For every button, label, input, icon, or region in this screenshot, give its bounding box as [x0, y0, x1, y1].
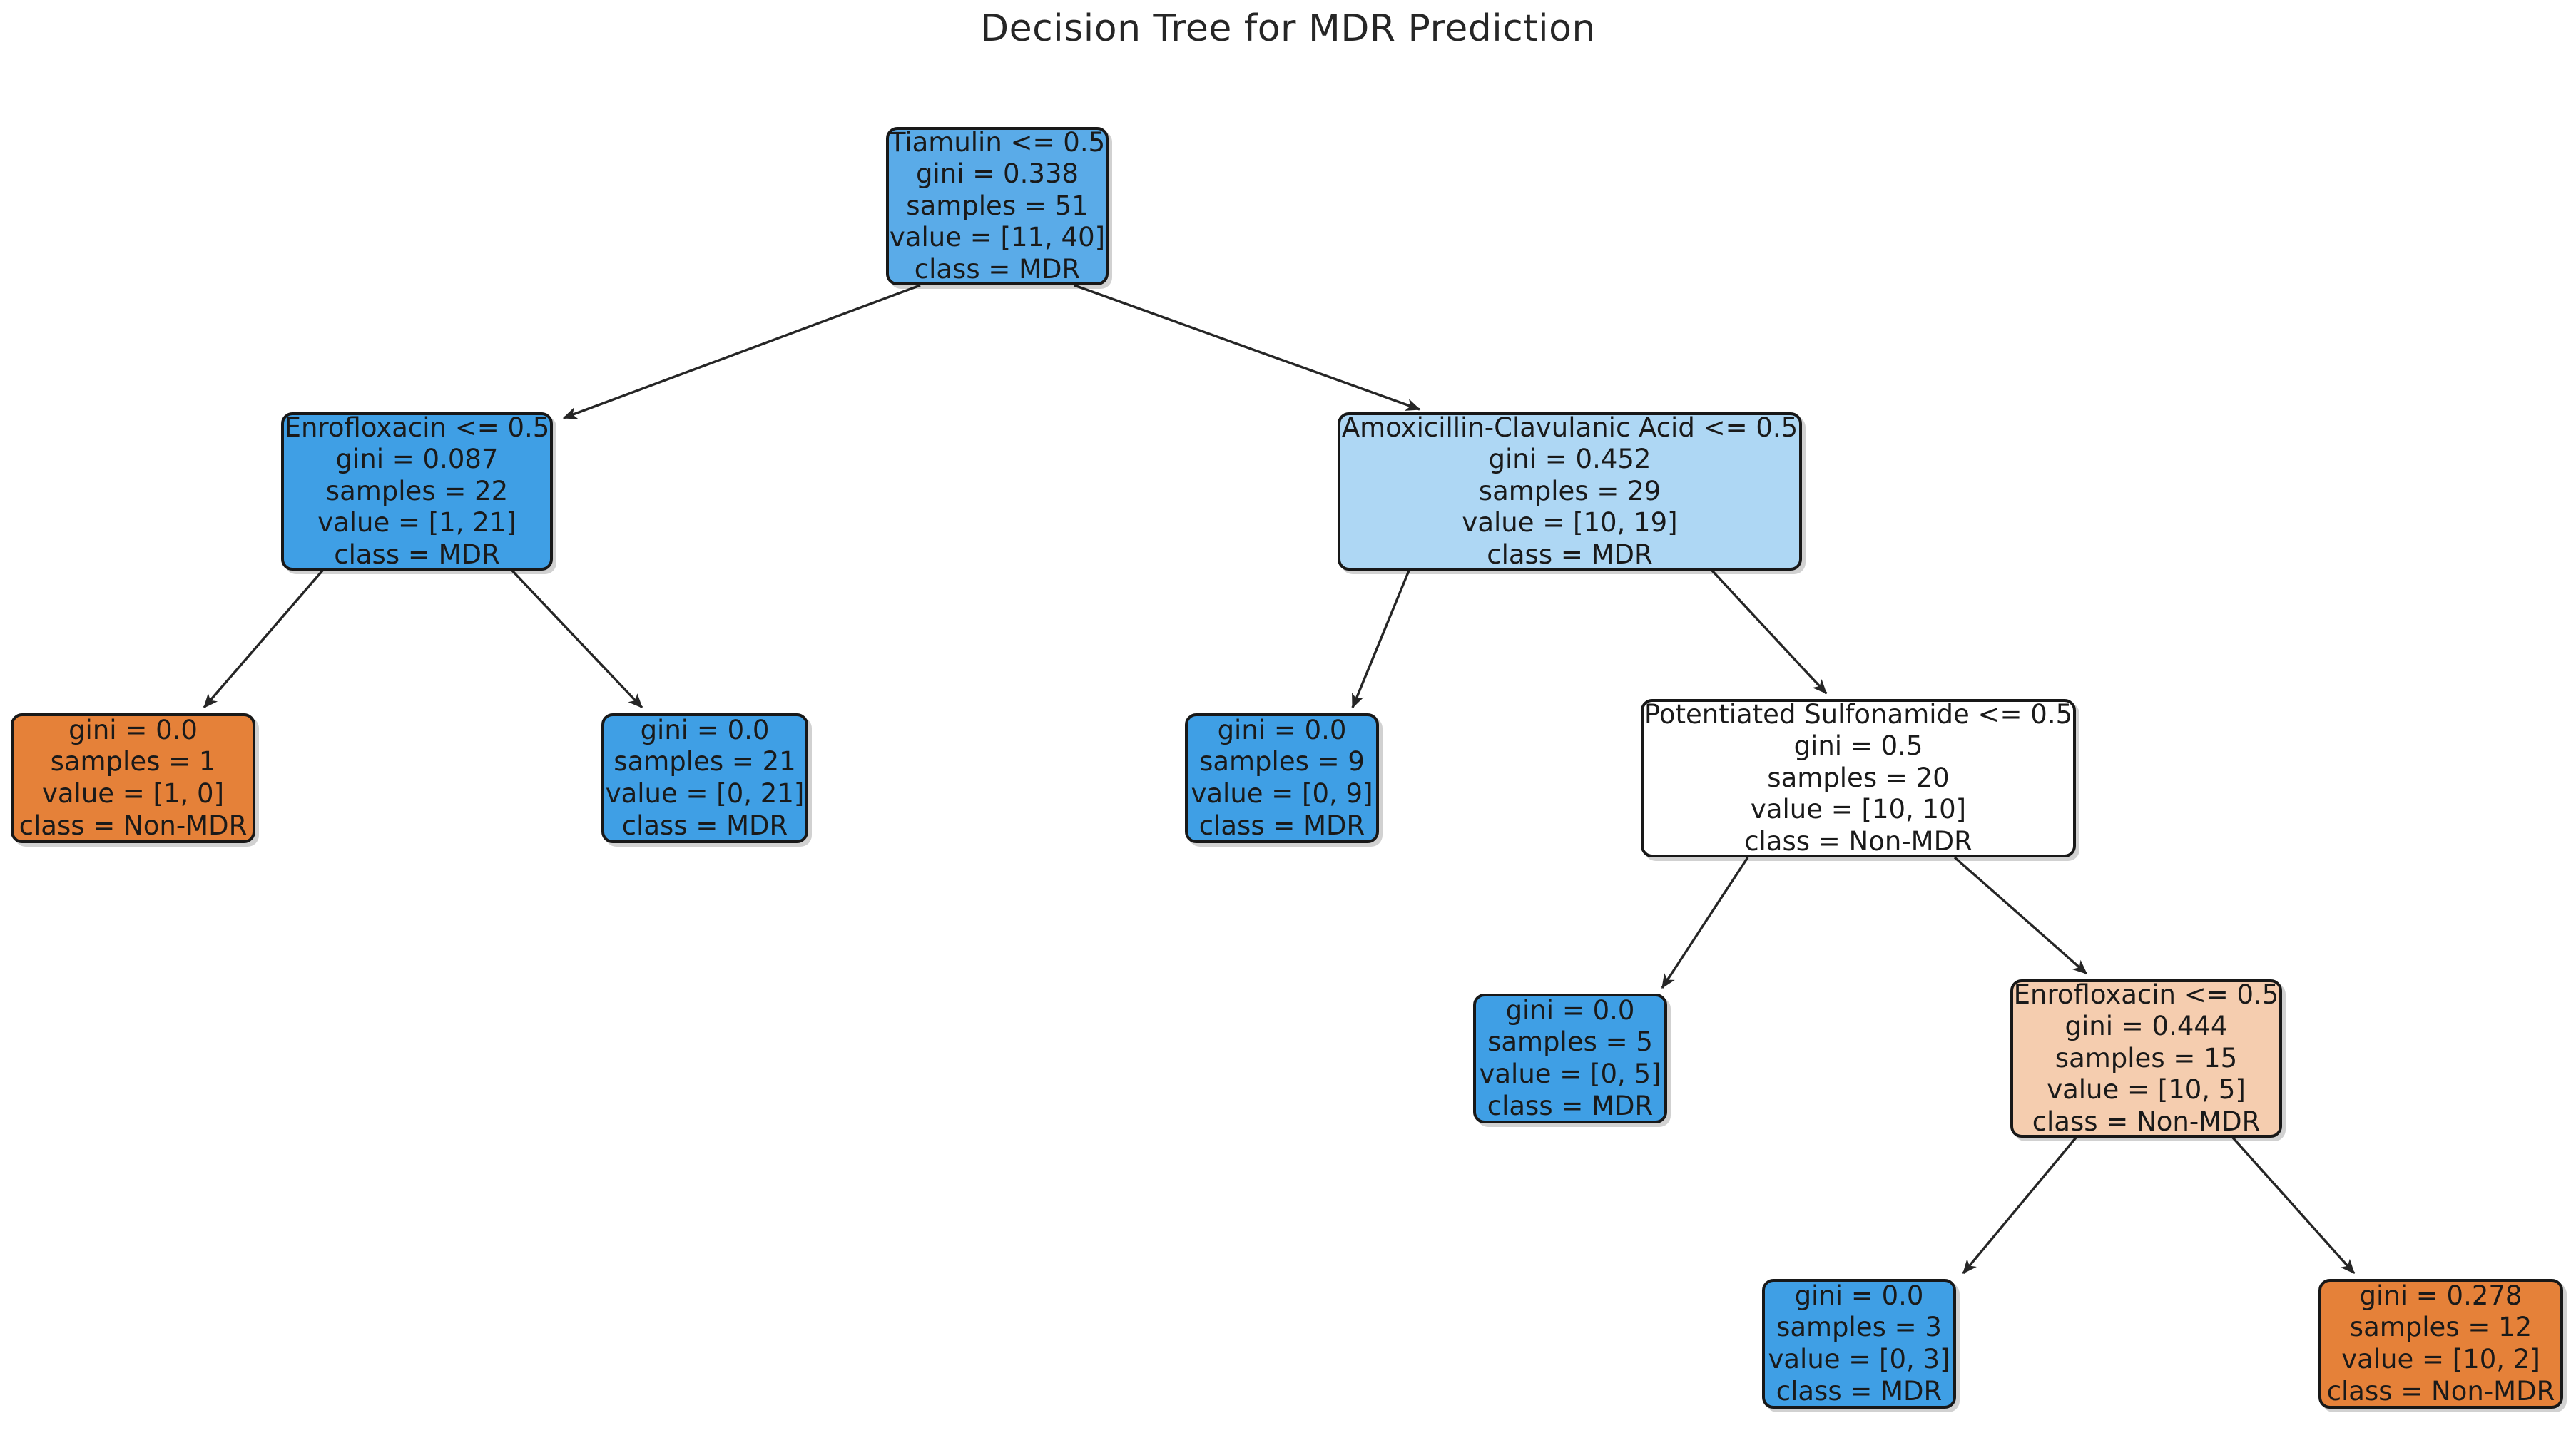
node-condition: Enrofloxacin <= 0.5: [2013, 979, 2279, 1010]
node-class: class = Non-MDR: [19, 810, 248, 841]
node-value: value = [1, 0]: [41, 778, 225, 809]
tree-edge-n4-to-n5: [1351, 570, 1410, 709]
node-condition: Amoxicillin-Clavulanic Acid <= 0.5: [1341, 412, 1798, 443]
tree-edge-n6-to-n7: [1661, 857, 1749, 989]
node-condition: Potentiated Sulfonamide <= 0.5: [1644, 698, 2073, 730]
node-class: class = MDR: [1487, 1090, 1654, 1121]
node-value: value = [1, 21]: [317, 507, 516, 539]
node-value: value = [10, 19]: [1462, 507, 1678, 539]
tree-edge-n0-to-n1: [562, 284, 921, 419]
node-class: class = Non-MDR: [2032, 1106, 2261, 1137]
node-samples: samples = 1: [50, 746, 216, 777]
node-gini: gini = 0.0: [1217, 714, 1347, 745]
node-samples: samples = 29: [1478, 475, 1661, 506]
node-gini: gini = 0.0: [1505, 994, 1635, 1026]
figure-title: Decision Tree for MDR Prediction: [980, 7, 1596, 50]
node-gini: gini = 0.338: [916, 158, 1079, 190]
node-gini: gini = 0.0: [68, 714, 198, 745]
node-samples: samples = 3: [1776, 1312, 1942, 1343]
node-gini: gini = 0.5: [1793, 730, 1923, 762]
node-class: class = MDR: [1198, 810, 1365, 841]
node-gini: gini = 0.452: [1488, 444, 1651, 475]
tree-edge-n8-to-n9: [1962, 1136, 2077, 1275]
node-class: class = Non-MDR: [1744, 825, 1972, 857]
tree-edge-n8-to-n10: [2231, 1136, 2356, 1275]
node-samples: samples = 22: [325, 475, 509, 506]
node-value: value = [0, 21]: [605, 778, 805, 809]
node-gini: gini = 0.444: [2065, 1011, 2228, 1042]
node-value: value = [0, 9]: [1191, 778, 1373, 809]
tree-edge-n4-to-n6: [1711, 569, 1828, 695]
node-samples: samples = 15: [2055, 1042, 2238, 1074]
node-value: value = [10, 10]: [1750, 794, 1967, 825]
tree-edge-n6-to-n8: [1953, 856, 2088, 975]
node-gini: gini = 0.087: [335, 444, 499, 475]
tree-edge-n0-to-n4: [1074, 284, 1421, 411]
node-samples: samples = 5: [1487, 1026, 1653, 1058]
node-condition: Enrofloxacin <= 0.5: [284, 412, 550, 443]
node-samples: samples = 12: [2349, 1312, 2532, 1343]
node-class: class = MDR: [1776, 1375, 1943, 1407]
node-value: value = [10, 2]: [2341, 1344, 2540, 1375]
node-class: class = MDR: [334, 539, 500, 570]
node-gini: gini = 0.0: [1794, 1280, 1924, 1311]
node-value: value = [0, 5]: [1479, 1059, 1661, 1089]
node-gini: gini = 0.278: [2359, 1280, 2522, 1311]
node-gini: gini = 0.0: [640, 714, 770, 745]
node-samples: samples = 21: [614, 746, 796, 777]
node-condition: Tiamulin <= 0.5: [889, 126, 1106, 158]
node-value: value = [11, 40]: [889, 222, 1106, 253]
node-class: class = MDR: [914, 253, 1081, 285]
node-samples: samples = 51: [906, 190, 1089, 221]
node-samples: samples = 9: [1199, 746, 1365, 777]
node-samples: samples = 20: [1767, 762, 1950, 793]
tree-edge-n1-to-n3: [511, 569, 643, 709]
node-class: class = MDR: [1487, 539, 1653, 570]
node-value: value = [10, 5]: [2047, 1074, 2246, 1106]
node-value: value = [0, 3]: [1768, 1344, 1950, 1375]
node-class: class = MDR: [621, 810, 788, 841]
node-class: class = Non-MDR: [2326, 1375, 2555, 1407]
tree-edge-n1-to-n2: [203, 569, 324, 709]
